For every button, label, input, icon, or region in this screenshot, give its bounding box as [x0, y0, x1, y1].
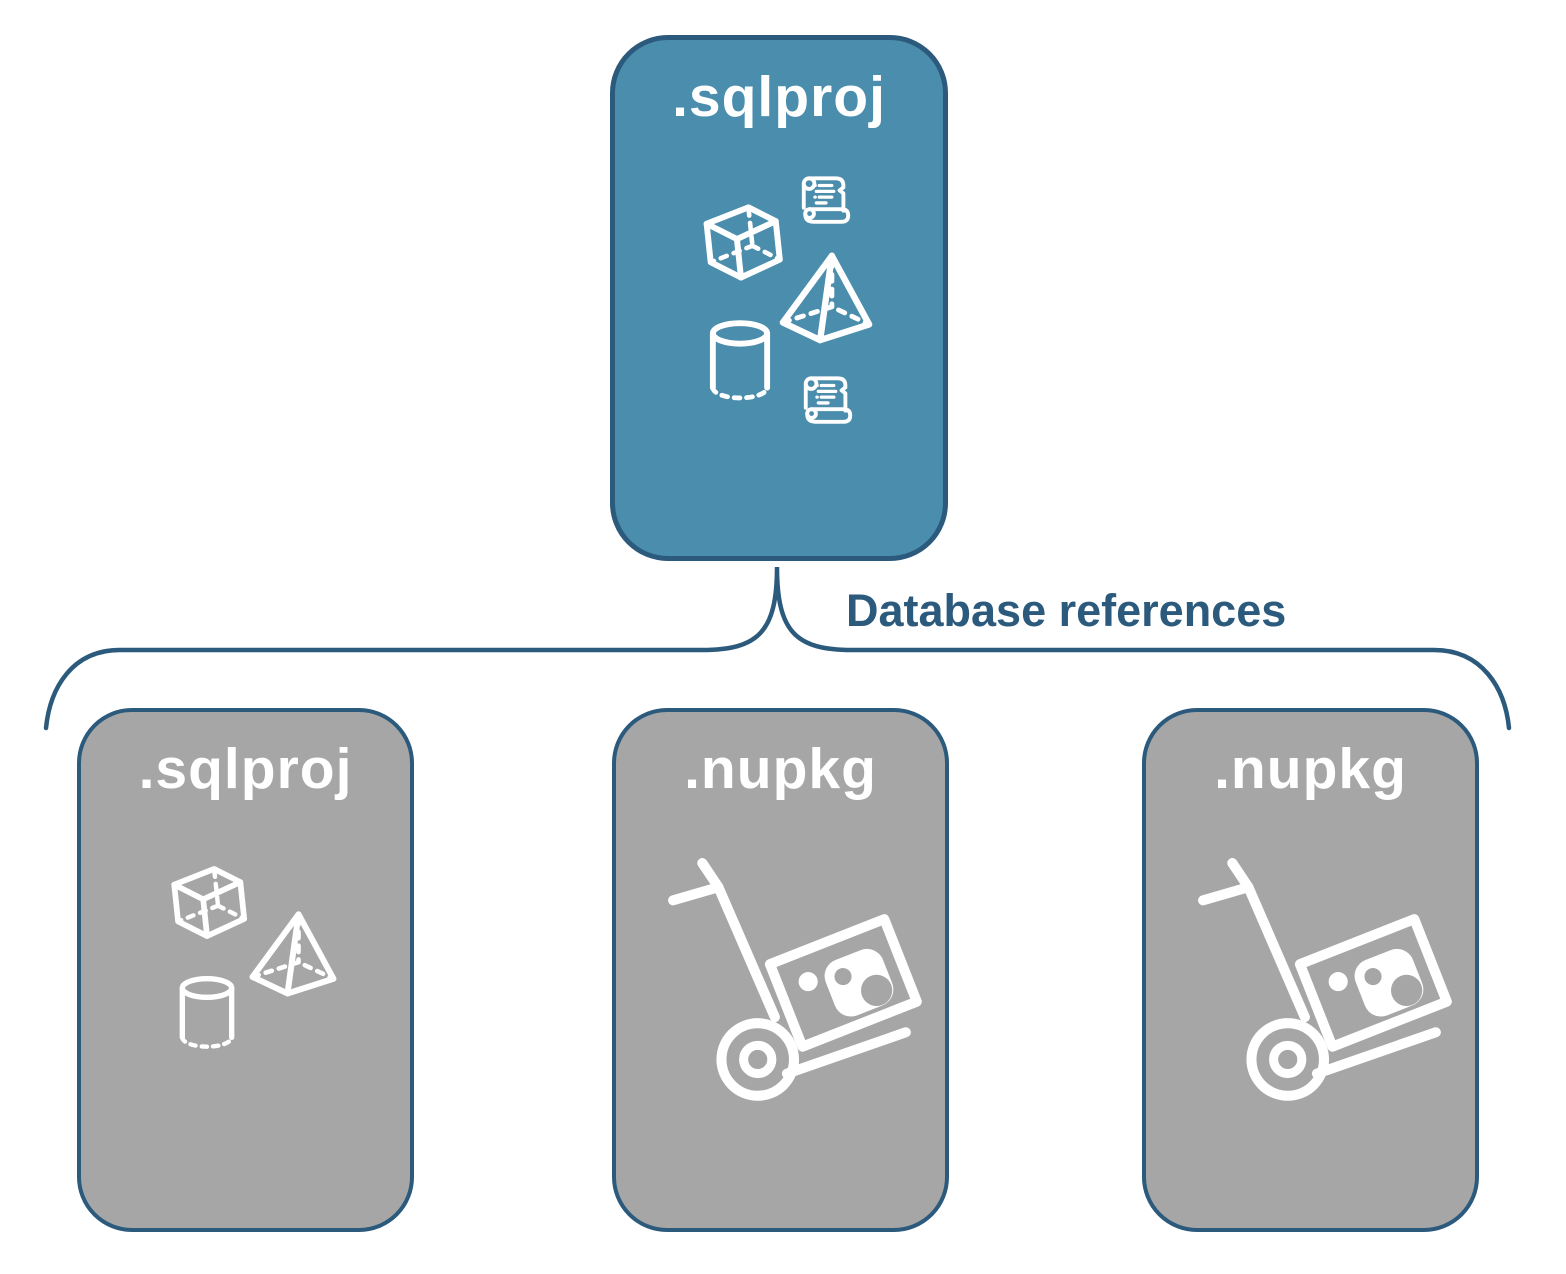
- hand-truck-package-icon: [1194, 858, 1456, 1130]
- cylinder-icon: [172, 974, 242, 1054]
- scroll-icon: [797, 170, 855, 232]
- node-child-sqlproj: .sqlproj: [77, 708, 414, 1232]
- node-child-nupkg: .nupkg: [612, 708, 949, 1232]
- pyramid-icon: [241, 907, 345, 999]
- node-child-nupkg: .nupkg: [1142, 708, 1479, 1232]
- connector-label: Database references: [846, 585, 1287, 636]
- node-title: .sqlproj: [138, 737, 353, 801]
- hand-truck-package-icon: [664, 858, 926, 1130]
- pyramid-icon: [773, 248, 879, 346]
- node-root-sqlproj: .sqlproj: [610, 35, 948, 561]
- node-title: .nupkg: [684, 737, 877, 801]
- node-title: .nupkg: [1214, 737, 1407, 801]
- node-title: .sqlproj: [672, 65, 886, 129]
- cylinder-icon: [703, 318, 777, 406]
- scroll-icon: [799, 370, 857, 432]
